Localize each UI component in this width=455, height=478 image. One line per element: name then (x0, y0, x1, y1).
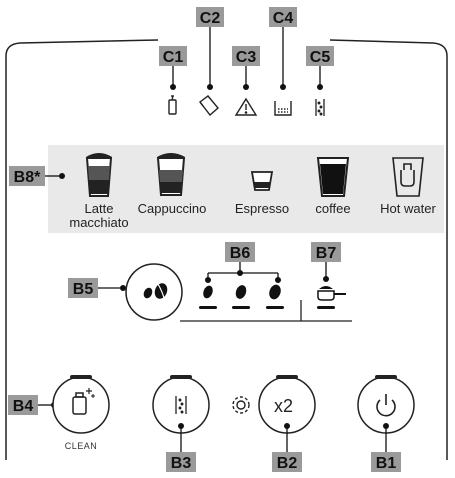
espresso-icon (250, 171, 274, 191)
drip-tray-icon (274, 101, 292, 116)
latte-macchiato-icon (85, 153, 113, 197)
latte-macchiato-label-line1: Latte (85, 201, 114, 216)
coffee-icon (316, 157, 350, 197)
bean-strength-icon (199, 285, 217, 309)
callout-b2: B2 (272, 423, 302, 472)
callout-c2: C2 (196, 7, 224, 90)
power-icon (376, 394, 396, 417)
callout-b3-label: B3 (171, 455, 192, 472)
clean-icon (72, 388, 95, 415)
bean-strength-medium-button[interactable] (232, 284, 250, 309)
callout-c4: C4 (269, 7, 297, 90)
panel-outline-left (5, 39, 159, 460)
beverage-panel (48, 145, 444, 233)
callout-c1-label: C1 (163, 49, 184, 66)
latte-macchiato-button[interactable]: Latte macchiato (69, 153, 129, 230)
double-shot-label: x2 (274, 396, 293, 416)
callout-b4: B4 (8, 395, 57, 415)
callout-b5-label: B5 (73, 281, 94, 298)
descale-icon (175, 396, 187, 414)
callout-b6-label: B6 (230, 245, 251, 262)
callout-c3: C3 (232, 46, 260, 90)
callout-c1: C1 (159, 46, 187, 90)
callout-b2-label: B2 (277, 455, 298, 472)
callout-b5: B5 (68, 278, 126, 298)
callout-b7-label: B7 (316, 245, 337, 262)
callout-b4-label: B4 (13, 398, 34, 415)
power-button[interactable] (357, 375, 415, 434)
callout-b7: B7 (311, 242, 341, 282)
espresso-button[interactable]: Espresso (235, 171, 289, 216)
callout-b6: B6 (205, 242, 281, 283)
callout-b8: B8* (9, 166, 65, 186)
callout-b3: B3 (166, 423, 196, 472)
cappuccino-button[interactable]: Cappuccino (138, 153, 207, 216)
descale-icon (315, 99, 325, 116)
milk-tube-icon (168, 95, 177, 115)
double-shot-button[interactable]: x2 (232, 375, 316, 434)
warning-icon (234, 97, 258, 116)
callout-c2-label: C2 (200, 10, 221, 27)
callout-c4-label: C4 (273, 10, 294, 27)
callout-c3-label: C3 (236, 49, 257, 66)
hot-water-button[interactable]: Hot water (380, 157, 436, 216)
coffee-label: coffee (315, 201, 350, 216)
callout-b1: B1 (371, 423, 401, 472)
cappuccino-icon (156, 153, 186, 196)
espresso-label: Espresso (235, 201, 289, 216)
beans-icon (143, 283, 168, 299)
gear-icon (232, 396, 250, 414)
cappuccino-label: Cappuccino (138, 201, 207, 216)
callout-c5-label: C5 (310, 49, 331, 66)
bean-strength-icon (266, 284, 284, 309)
callout-b1-label: B1 (376, 455, 397, 472)
clean-button[interactable]: CLEAN (52, 375, 110, 451)
ground-coffee-button[interactable] (317, 286, 346, 309)
latte-macchiato-label-line2: macchiato (69, 215, 128, 230)
beans-button[interactable] (125, 263, 183, 321)
descale-button[interactable] (152, 375, 210, 434)
callout-b8-label: B8* (14, 169, 41, 186)
bean-strength-mild-button[interactable] (199, 284, 217, 309)
bean-strength-strong-button[interactable] (266, 283, 284, 309)
clean-label: CLEAN (65, 441, 98, 451)
hot-water-icon (392, 157, 424, 197)
coffee-button[interactable]: coffee (315, 157, 351, 216)
ground-coffee-scoop-icon (317, 286, 346, 309)
empty-container-icon (199, 95, 219, 117)
hot-water-label: Hot water (380, 201, 436, 216)
bean-strength-icon (232, 285, 250, 309)
callout-c5: C5 (306, 46, 334, 90)
panel-outline-right (329, 39, 448, 460)
